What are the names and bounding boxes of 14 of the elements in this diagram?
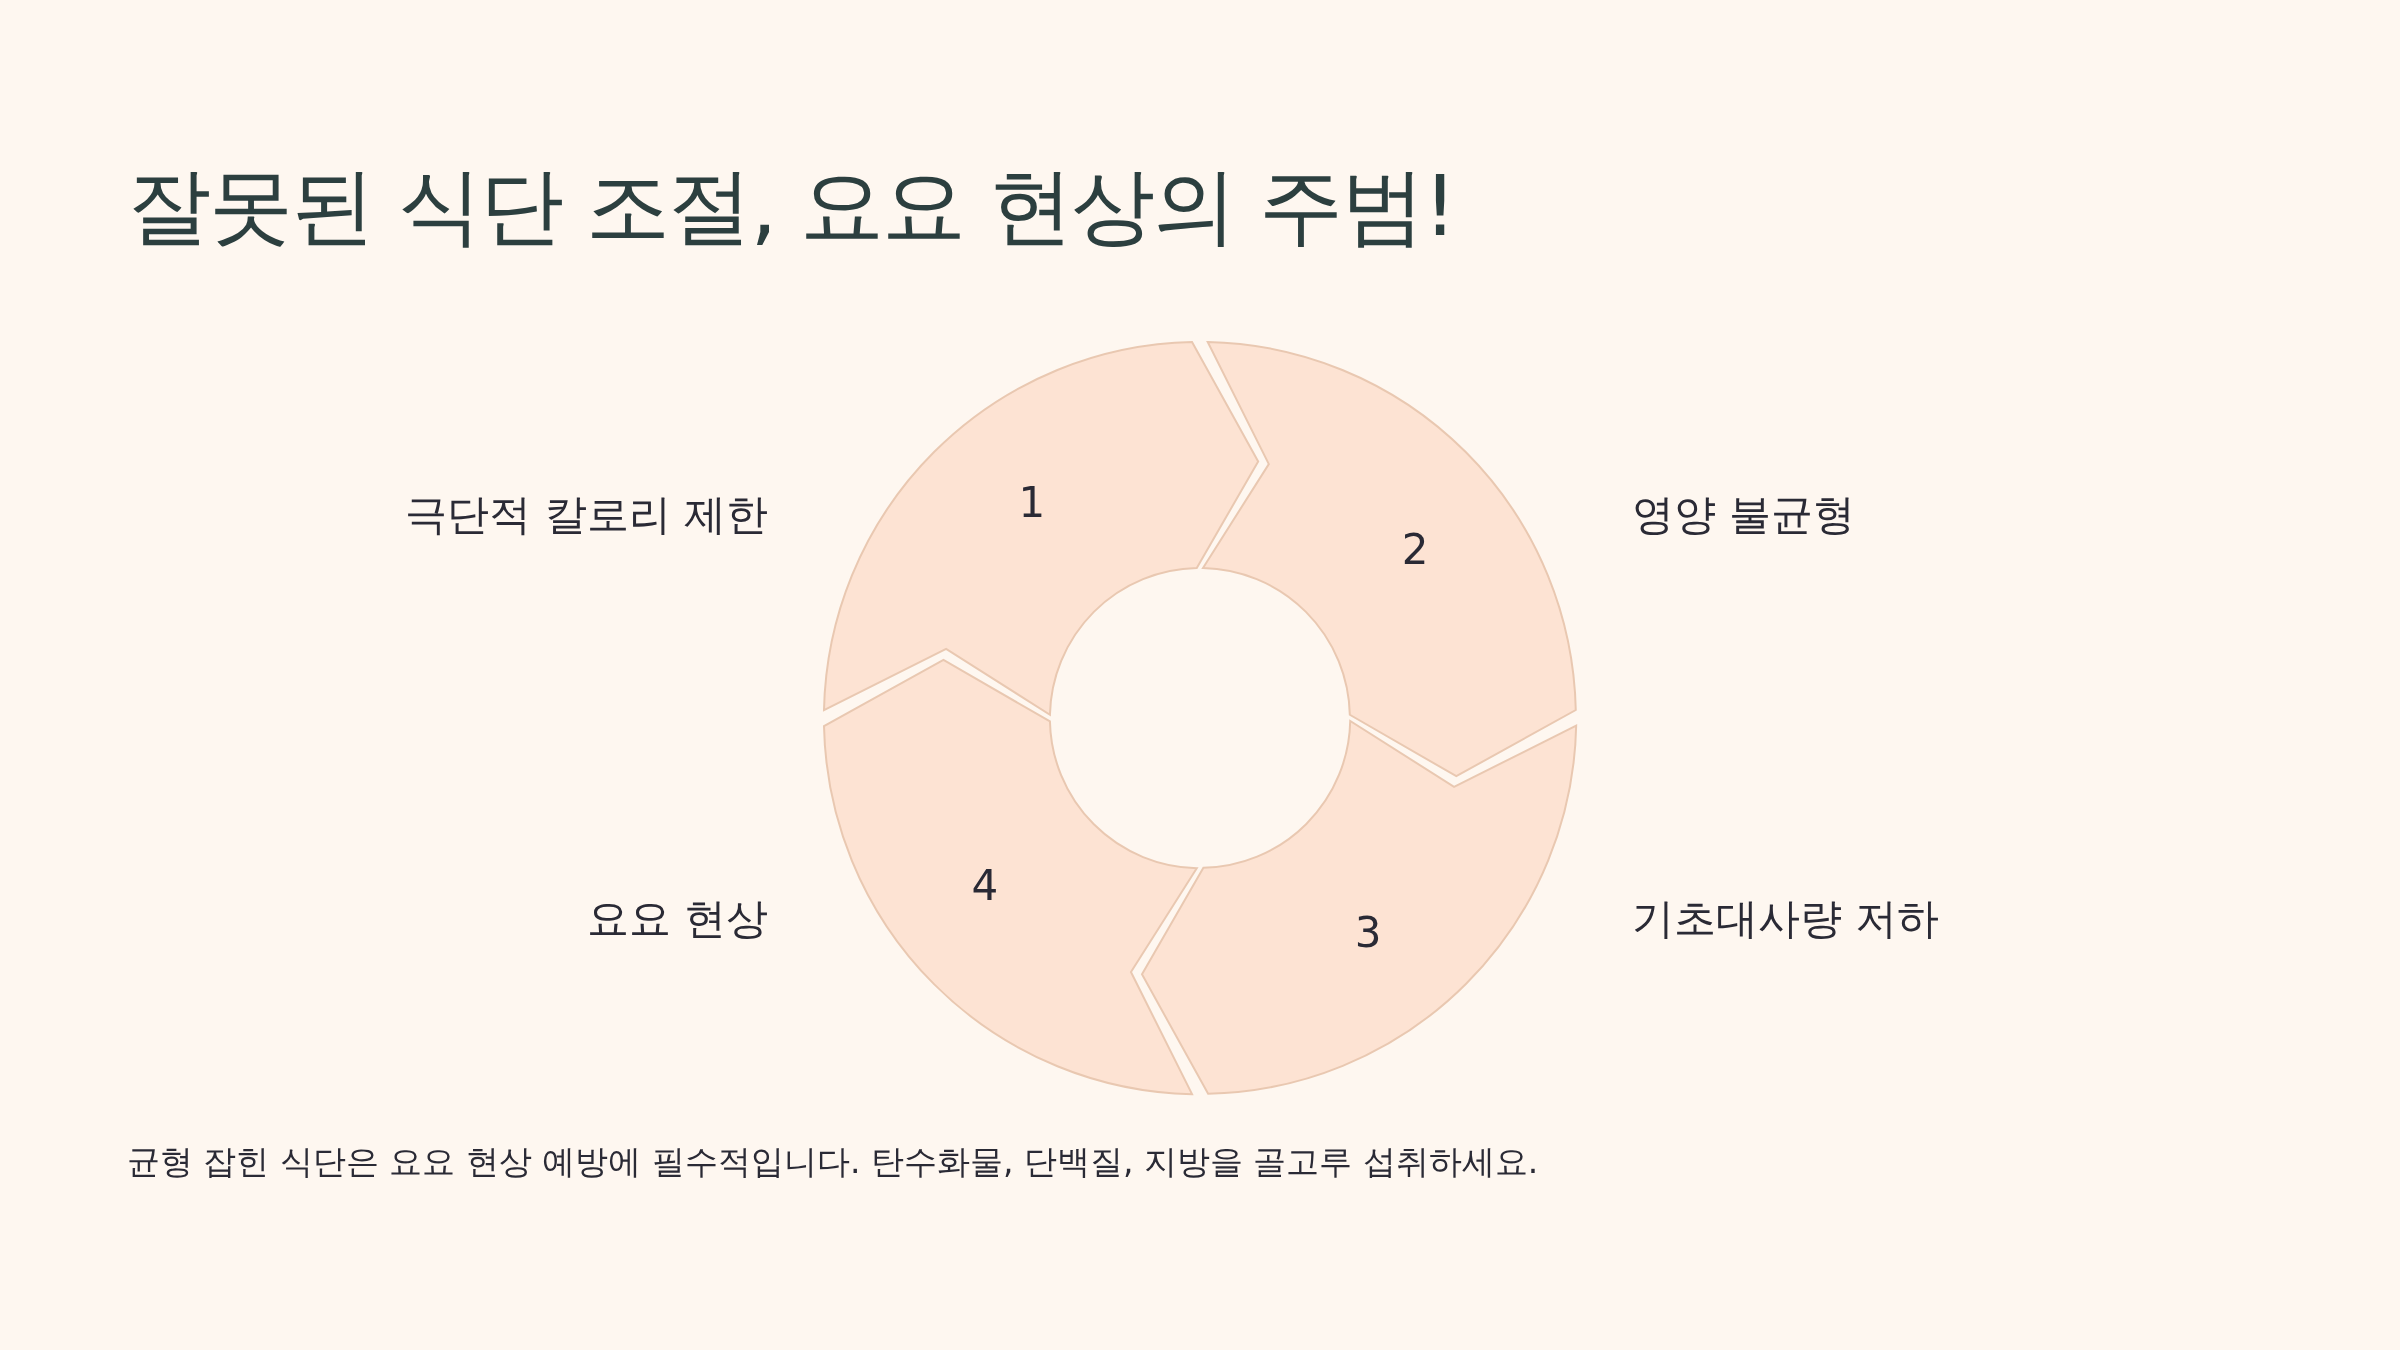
step-number: 4 <box>971 865 999 908</box>
step-number: 1 <box>1018 481 1046 524</box>
step-label: 극단적 칼로리 제한 <box>405 489 768 541</box>
step-label: 영양 불균형 <box>1632 489 1856 541</box>
ring-segment <box>823 341 1260 716</box>
ring-segment <box>823 658 1198 1095</box>
caption: 균형 잡힌 식단은 요요 현상 예방에 필수적입니다. 탄수화물, 단백질, 지방을 골고루 섭취하세요. <box>127 1141 1539 1183</box>
step-number: 2 <box>1401 528 1429 571</box>
step-label: 기초대사량 저하 <box>1632 893 1940 945</box>
step-label: 요요 현상 <box>586 893 768 945</box>
step-number: 3 <box>1354 912 1382 955</box>
ring-segment <box>1140 720 1577 1095</box>
ring-segment <box>1202 341 1577 778</box>
title: 잘못된 식단 조절, 요요 현상의 주범! <box>127 156 1455 257</box>
